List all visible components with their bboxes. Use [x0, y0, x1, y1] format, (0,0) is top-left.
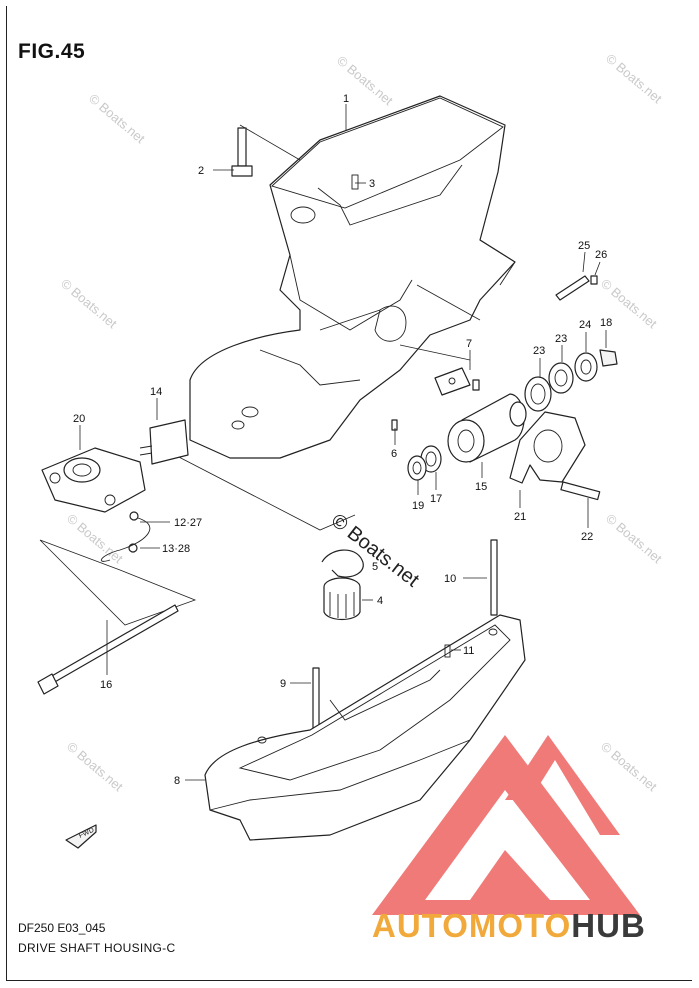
part-label: 2 [198, 165, 204, 177]
bushing-part [323, 577, 361, 621]
watermark: © Boats.net [598, 739, 660, 795]
watermark: © Boats.net [86, 91, 148, 147]
long-rod [37, 604, 179, 695]
part-label: 13·28 [162, 543, 190, 555]
screw-part [391, 419, 398, 431]
part-label: 17 [430, 493, 442, 505]
part-label: 11 [463, 645, 474, 657]
grommet-part [139, 419, 189, 465]
guide-lines [39, 124, 481, 626]
retaining-ring [321, 549, 364, 578]
part-label: 23 [555, 333, 567, 345]
part-label: 20 [73, 413, 85, 425]
wire-part [100, 511, 151, 562]
leader-lines [79, 104, 607, 781]
watermark: © Boats.net [64, 739, 126, 795]
part-label: 18 [600, 317, 612, 329]
part-label: 4 [377, 595, 383, 607]
part-label: 24 [579, 319, 591, 331]
part-label: 25 [578, 240, 590, 252]
brand-part2: HUB [571, 907, 646, 944]
rings [407, 445, 442, 481]
lower-housing [204, 614, 526, 841]
watermark: © Boats.net [603, 511, 665, 567]
watermark: © Boats.net [603, 51, 665, 107]
part-label: 8 [174, 775, 180, 787]
part-labels: 1 2 3 4 5 6 7 8 9 10 11 12·27 13·28 14 1… [73, 93, 612, 787]
part-label: 19 [412, 500, 424, 512]
figure-code: DF250 E03_045 [18, 921, 106, 935]
part-label: 1 [343, 93, 349, 105]
bolt-part [231, 127, 253, 177]
figure-title: FIG.45 [18, 40, 86, 63]
part-label: 22 [581, 531, 593, 543]
brand-logo: AUTOMOTOHUB [372, 735, 646, 944]
clamp-part [509, 411, 601, 501]
part-label: 15 [475, 481, 487, 493]
part-label: 26 [595, 249, 607, 261]
bracket-part [434, 367, 480, 396]
brand-part1: AUTOMOTO [372, 907, 571, 944]
washers [524, 349, 618, 412]
part-label: 23 [533, 345, 545, 357]
clip-parts [555, 275, 598, 301]
diagram-frame [6, 6, 692, 981]
part-label: 9 [280, 678, 286, 690]
brand-wordmark: AUTOMOTOHUB [372, 907, 646, 944]
part-label: 6 [391, 448, 397, 460]
watermark: © Boats.net [64, 511, 126, 567]
stud-long [490, 539, 498, 616]
figure-caption: DRIVE SHAFT HOUSING-C [18, 941, 176, 955]
holder-part [41, 447, 146, 513]
part-label: 10 [444, 573, 456, 585]
watermark: © Boats.net [58, 276, 120, 332]
mount-sleeve [447, 393, 527, 463]
part-label: 3 [369, 178, 375, 190]
part-label: 5 [372, 561, 378, 573]
part-label: 21 [514, 511, 526, 523]
part-label: 7 [466, 338, 472, 350]
part-label: 14 [150, 386, 162, 398]
part-label: 16 [100, 679, 112, 691]
drive-shaft-housing [189, 95, 516, 459]
part-label: 12·27 [174, 517, 202, 529]
forward-arrow-icon: FWD [65, 824, 97, 849]
